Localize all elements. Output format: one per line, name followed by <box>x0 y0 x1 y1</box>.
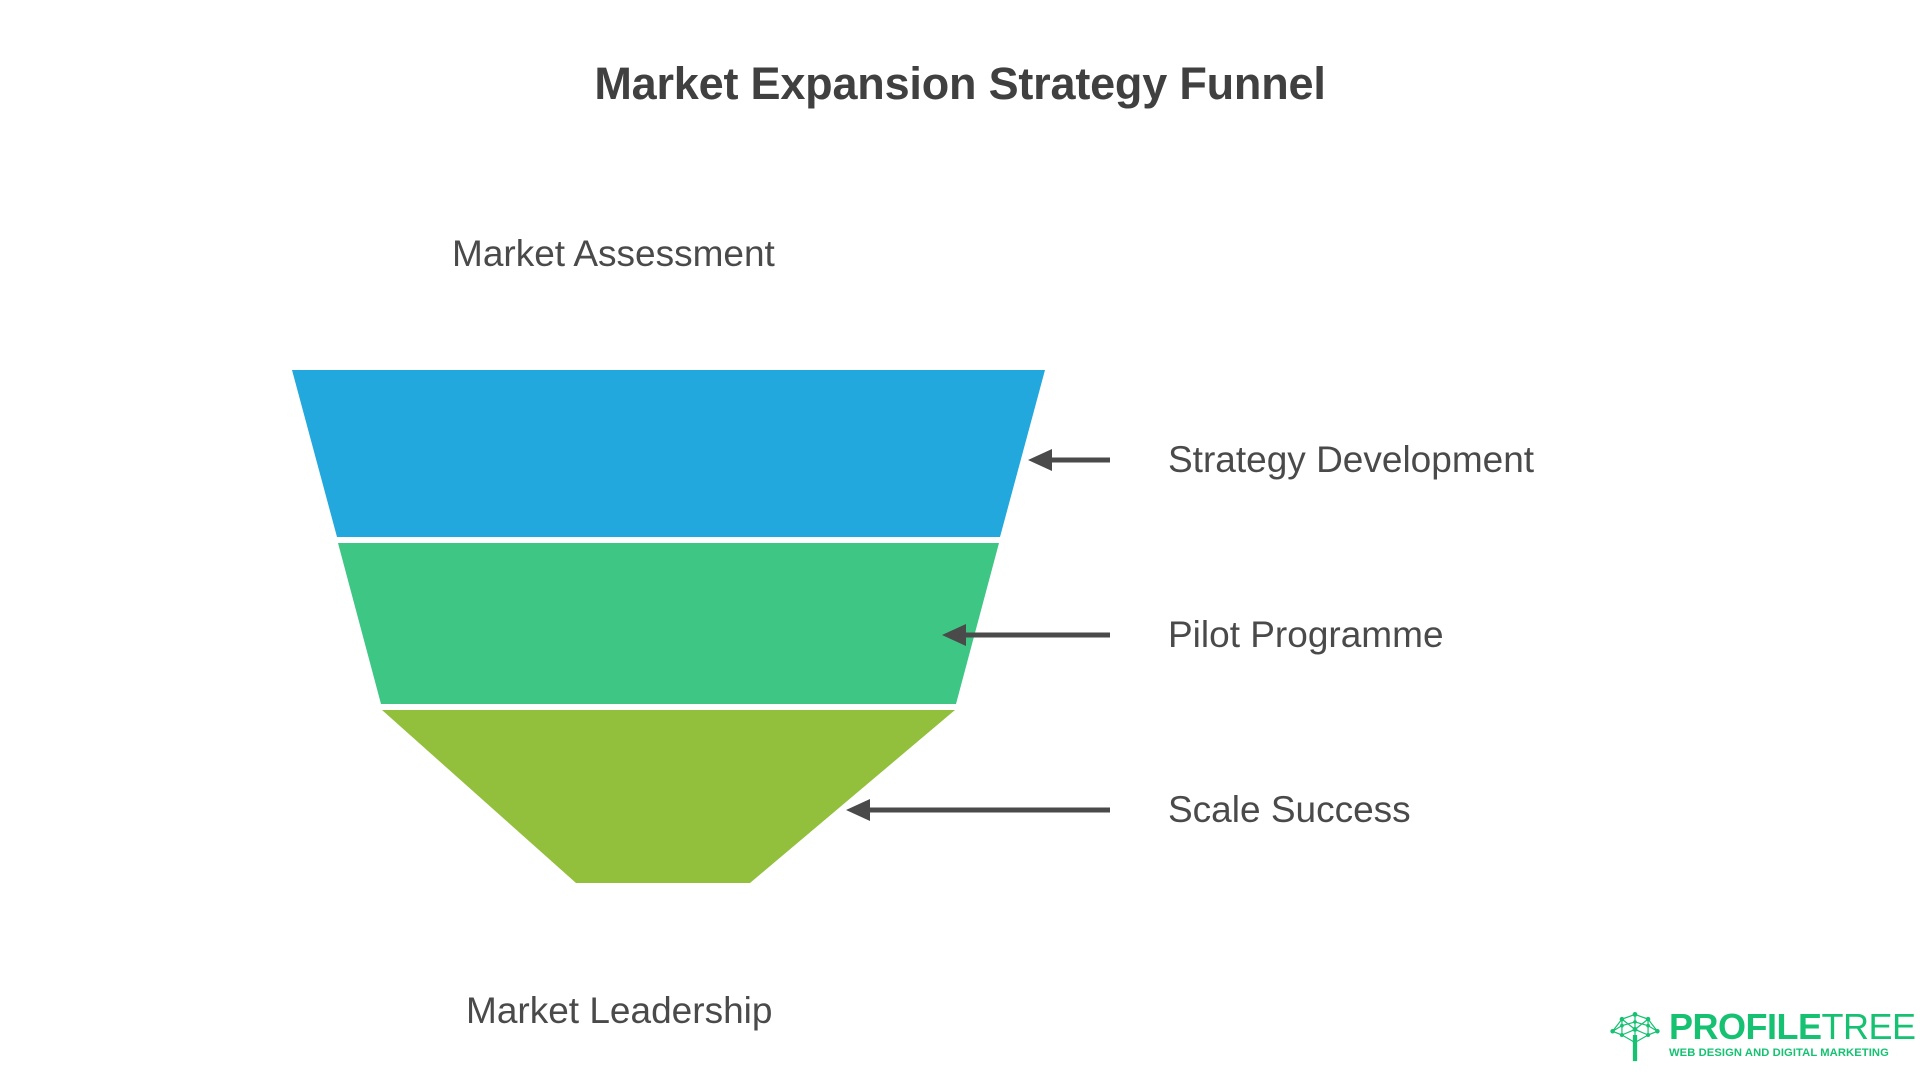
stage-label-market-assessment: Market Assessment <box>452 233 775 274</box>
callout-pilot-programme: Pilot Programme <box>1168 612 1444 658</box>
logo-word-tree: TREE <box>1821 1006 1917 1048</box>
arrow-left-icon <box>846 799 870 821</box>
stage-label-market-leadership: Market Leadership <box>466 990 773 1031</box>
page-title: Market Expansion Strategy Funnel <box>594 58 1326 109</box>
funnel-band-scale-success[interactable] <box>382 710 955 883</box>
arrow-left-icon <box>1028 449 1052 471</box>
callout-label: Pilot Programme <box>1168 614 1444 655</box>
logo-word-profile: PROFILE <box>1669 1006 1822 1048</box>
callout-label: Scale Success <box>1168 789 1411 830</box>
arrow-left-icon <box>942 624 966 646</box>
logo-wordmark: PROFILETREE <box>1669 1009 1916 1045</box>
callout-label: Strategy Development <box>1168 439 1535 480</box>
callout-scale-success: Scale Success <box>1168 787 1411 833</box>
callout-arrow-strategy-development <box>1028 449 1110 471</box>
network-tree-icon <box>1610 1012 1660 1062</box>
logo-text-block: PROFILETREE WEB DESIGN AND DIGITAL MARKE… <box>1669 1009 1916 1060</box>
callout-strategy-development: Strategy Development <box>1168 437 1534 483</box>
callout-arrow-pilot-programme <box>942 624 1110 646</box>
funnel-band-strategy-development[interactable] <box>292 370 1045 537</box>
profiletree-logo: PROFILETREE WEB DESIGN AND DIGITAL MARKE… <box>1607 1004 1916 1066</box>
callout-arrow-scale-success <box>846 799 1110 821</box>
funnel-band-pilot-programme[interactable] <box>338 543 999 704</box>
logo-tagline: WEB DESIGN AND DIGITAL MARKETING <box>1669 1047 1889 1060</box>
